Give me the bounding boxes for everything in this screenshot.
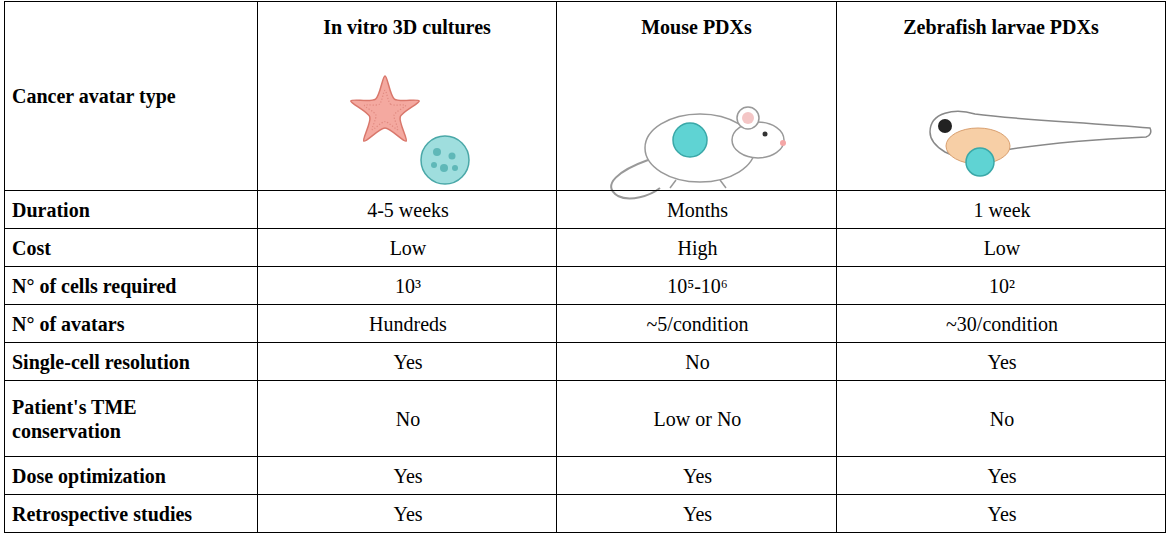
table-value: 1 week [973,198,1030,222]
table-cell: 10² [837,267,1166,305]
table-value: No [396,407,420,431]
table-cell: ~5/condition [557,305,837,343]
table-cell: Yes [258,495,557,533]
table-cell: Yes [837,495,1166,533]
table-cell: Single-cell resolution [4,343,258,381]
table-value: No [685,350,709,374]
row-header: Dose optimization [12,464,166,488]
table-value: Yes [683,464,712,488]
mouse-icon [611,107,786,198]
table-value: 10⁵-10⁶ [667,274,728,298]
spheroid-icon [421,136,469,184]
table-cell: No [557,343,837,381]
table-cell: N° of avatars [4,305,258,343]
table-value: ~5/condition [647,312,749,336]
row-header: Single-cell resolution [12,350,190,374]
organoid-outline [351,76,420,141]
table-cell: Dose optimization [4,457,258,495]
table-cell: Patient's TME conservation [4,381,258,457]
table-value: No [990,407,1014,431]
table-cell: Yes [837,457,1166,495]
zebrafish-icon [930,111,1151,176]
table-value: Low [984,236,1021,260]
table-cell: Retrospective studies [4,495,258,533]
table-cell: Duration [4,191,258,229]
column-header: Zebrafish larvae PDXs [903,15,1099,39]
organoid-lumen [364,90,405,129]
table-cell: Yes [837,343,1166,381]
table-cell: 10³ [258,267,557,305]
row-header: Duration [12,198,90,222]
table-value: Yes [393,502,422,526]
table-cell: 1 week [837,191,1166,229]
table-cell: Low or No [557,381,837,457]
row-header: N° of cells required [12,274,176,298]
row-header: Cost [12,236,51,260]
table-value: Yes [987,464,1016,488]
table-cell: Yes [258,343,557,381]
table-cell: Mouse PDXs [557,1,837,191]
table-cell: Cancer avatar type [4,1,258,191]
table-value: Yes [393,350,422,374]
table-border [4,1,1166,533]
table-value: Yes [987,350,1016,374]
table-cell: Months [557,191,837,229]
table-cell: High [557,229,837,267]
table-cell: Hundreds [258,305,557,343]
table-cell: No [837,381,1166,457]
row-header: Retrospective studies [12,502,192,526]
column-header: Cancer avatar type [12,84,176,108]
table-value: 10² [989,274,1015,298]
row-header: Patient's TME conservation [12,395,217,443]
table-value: Low or No [654,407,742,431]
table-cell: Yes [557,495,837,533]
table-cell: Yes [258,457,557,495]
table-cell: 10⁵-10⁶ [557,267,837,305]
column-header: In vitro 3D cultures [323,15,491,39]
table-cell: Low [837,229,1166,267]
table-cell: Yes [557,457,837,495]
table-cell: ~30/condition [837,305,1166,343]
table-value: 4-5 weeks [367,198,449,222]
table-value: 10³ [395,274,421,298]
table-value: Low [390,236,427,260]
table-value: Yes [393,464,422,488]
table-cell: Cost [4,229,258,267]
table-cell: Zebrafish larvae PDXs [837,1,1166,191]
column-header: Mouse PDXs [641,15,752,39]
table-value: Yes [683,502,712,526]
table-cell: 4-5 weeks [258,191,557,229]
table-cell: In vitro 3D cultures [258,1,557,191]
table-cell: Low [258,229,557,267]
table-value: Yes [987,502,1016,526]
table-value: High [678,236,718,260]
organoid-icon [351,76,420,141]
table-value: ~30/condition [946,312,1058,336]
table-value: Months [667,198,728,222]
row-header: N° of avatars [12,312,124,336]
table-cell: N° of cells required [4,267,258,305]
table-cell: No [258,381,557,457]
table-value: Hundreds [369,312,447,336]
